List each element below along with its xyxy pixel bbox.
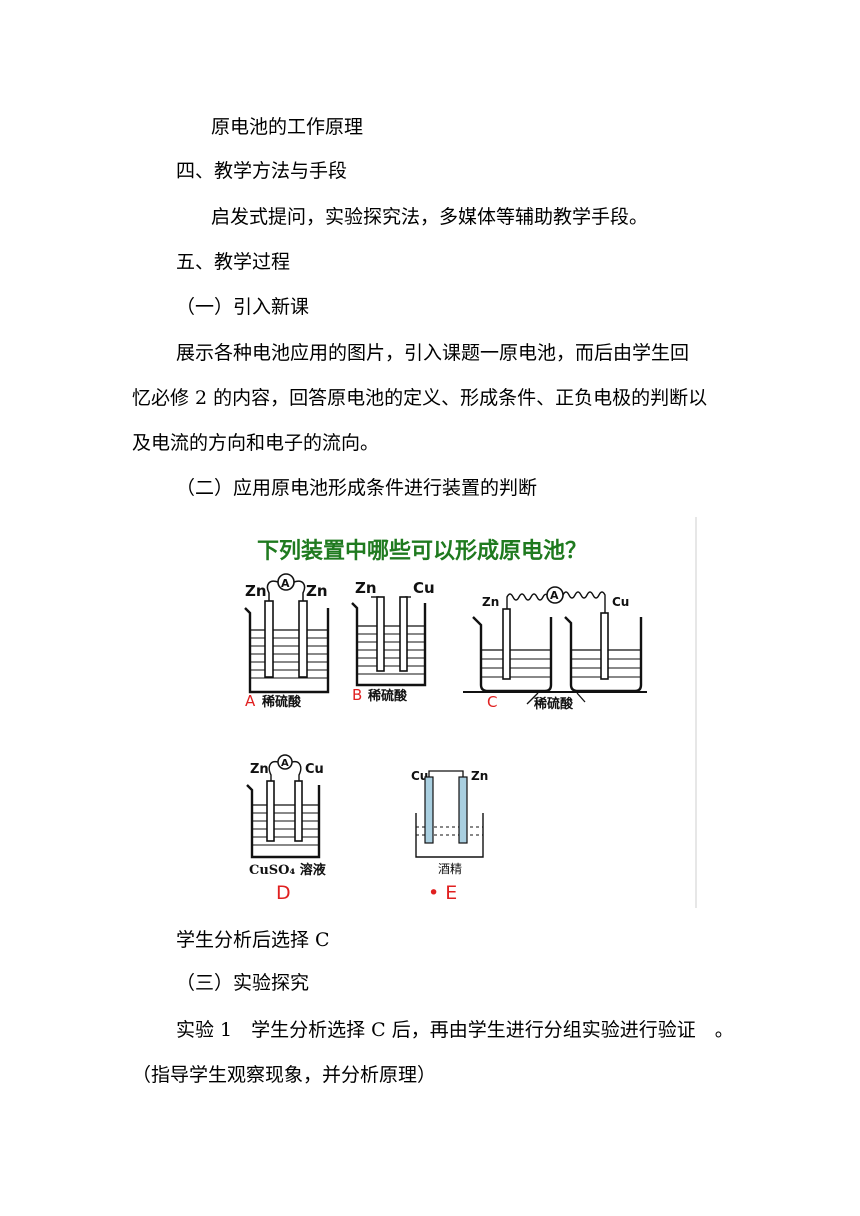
setup-d-right-electrode: Cu	[305, 762, 324, 777]
subheading-experiment: （三）实验探究	[176, 972, 310, 994]
setup-e: Cu Zn 酒精 • E	[411, 769, 488, 904]
setup-e-left-electrode: Cu	[411, 769, 428, 783]
setup-a-solution: 稀硫酸	[262, 694, 302, 710]
setup-e-solution: 酒精	[438, 862, 462, 876]
setup-d-letter: D	[276, 882, 291, 904]
setup-a-meter-label: A	[281, 577, 290, 590]
setup-a-right-electrode: Zn	[306, 582, 328, 600]
section-heading-methods: 四、教学方法与手段	[176, 160, 348, 182]
subheading-intro: （一）引入新课	[176, 296, 310, 318]
setup-c-letter: C	[487, 693, 497, 711]
section-heading-process: 五、教学过程	[176, 251, 291, 273]
setup-c-right-electrode: Cu	[612, 595, 629, 609]
subheading-apply: （二）应用原电池形成条件进行装置的判断	[176, 477, 538, 499]
paragraph-intro-line1: 展示各种电池应用的图片，引入课题一原电池，而后由学生回	[176, 342, 690, 364]
setup-e-right-electrode: Zn	[471, 769, 488, 783]
battery-setups-figure: 下列装置中哪些可以形成原电池？ Zn A Zn A 稀硫	[205, 517, 697, 908]
paragraph-intro-line2: 忆必修 2 的内容，回答原电池的定义、形成条件、正负电极的判断以	[132, 387, 708, 409]
setup-d: Zn A Cu CuSO₄ 溶液 D	[246, 754, 326, 904]
figure-drawing: 下列装置中哪些可以形成原电池？ Zn A Zn A 稀硫	[244, 517, 697, 908]
paragraph-experiment-1: 实验 1 学生分析选择 C 后，再由学生进行分组实验进行验证 。	[176, 1019, 734, 1041]
setup-d-solution: CuSO₄ 溶液	[249, 862, 326, 878]
setup-e-letter: • E	[428, 882, 457, 904]
setup-c-left-electrode: Zn	[482, 595, 499, 609]
setup-b-right-electrode: Cu	[413, 579, 435, 597]
paragraph-methods: 启发式提问，实验探究法，多媒体等辅助教学手段。	[211, 206, 649, 228]
setup-d-meter-label: A	[281, 758, 289, 769]
setup-c-meter-label: A	[550, 589, 559, 602]
paragraph-student-choice: 学生分析后选择 C	[176, 929, 330, 951]
setup-c: Zn A Cu C	[463, 586, 647, 712]
setup-b-solution: 稀硫酸	[368, 688, 408, 704]
setup-d-left-electrode: Zn	[250, 762, 269, 777]
setup-a-left-electrode: Zn	[245, 582, 267, 600]
setup-a: Zn A Zn A 稀硫酸	[244, 573, 330, 710]
paragraph-intro-line3: 及电流的方向和电子的流向。	[132, 432, 380, 454]
setup-b-letter: B	[352, 686, 362, 704]
paragraph-experiment-note: （指导学生观察现象，并分析原理）	[132, 1064, 437, 1086]
setup-c-solution: 稀硫酸	[534, 696, 574, 712]
heading-principle: 原电池的工作原理	[211, 116, 364, 138]
setup-a-letter: A	[245, 692, 256, 710]
setup-b: Zn Cu B 稀硫酸	[351, 579, 435, 704]
figure-title: 下列装置中哪些可以形成原电池？	[257, 539, 587, 564]
setup-b-left-electrode: Zn	[355, 579, 377, 597]
